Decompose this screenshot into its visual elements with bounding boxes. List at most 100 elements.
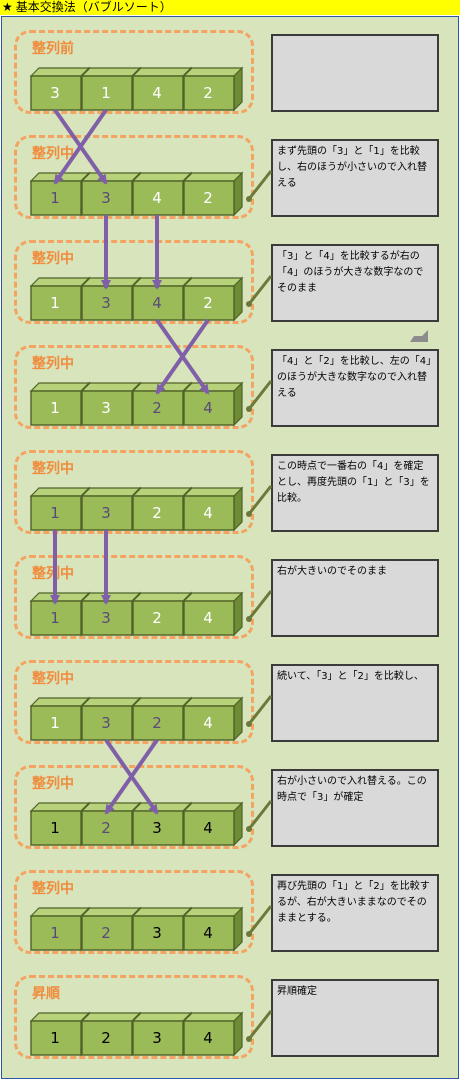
number-block: 2 [131, 486, 193, 532]
block-value: 2 [203, 294, 213, 312]
block-value: 2 [203, 189, 213, 207]
number-block: 4 [131, 66, 193, 112]
cube-shape [182, 906, 244, 952]
number-block: 3 [80, 381, 142, 427]
block-value: 2 [152, 504, 162, 522]
stage-label: 整列中 [32, 356, 74, 372]
block-value: 2 [152, 609, 162, 627]
block-value: 2 [152, 714, 162, 732]
number-block: 1 [29, 906, 91, 952]
stage-label: 整列中 [32, 881, 74, 897]
block-value: 2 [203, 84, 213, 102]
stage-label: 昇順 [32, 986, 60, 1002]
block-value: 4 [203, 504, 213, 522]
block-value: 1 [50, 819, 60, 837]
number-block: 3 [80, 171, 142, 217]
number-block: 3 [131, 801, 193, 847]
block-value: 4 [203, 714, 213, 732]
cube-shape [182, 486, 244, 532]
number-block: 2 [131, 696, 193, 742]
stage-label: 整列中 [32, 671, 74, 687]
block-value: 3 [101, 504, 111, 522]
block-value: 4 [203, 609, 213, 627]
cube-shape [182, 171, 244, 217]
number-block: 4 [182, 591, 244, 637]
number-block: 3 [80, 486, 142, 532]
block-value: 3 [101, 294, 111, 312]
explanation-note: 続いて、「3」と「2」を比較し、 [271, 664, 439, 742]
block-value: 4 [203, 819, 213, 837]
cube-shape [182, 1011, 244, 1057]
block-value: 4 [203, 924, 213, 942]
number-block: 4 [182, 801, 244, 847]
explanation-note: 昇順確定 [271, 979, 439, 1057]
number-block: 2 [80, 906, 142, 952]
block-value: 4 [203, 399, 213, 417]
block-value: 1 [50, 504, 60, 522]
block-value: 3 [101, 399, 111, 417]
explanation-note: 右が大きいのでそのまま [271, 559, 439, 637]
cube-shape [182, 591, 244, 637]
explanation-note: 再び先頭の「1」と「2」を比較するが、右が大きいままなのでそのままとする。 [271, 874, 439, 952]
block-value: 1 [50, 399, 60, 417]
title-bar: ★基本交換法（バブルソート） [0, 0, 460, 15]
number-block: 4 [182, 486, 244, 532]
cube-shape [182, 66, 244, 112]
number-block: 1 [29, 171, 91, 217]
block-value: 1 [50, 714, 60, 732]
number-block: 2 [182, 171, 244, 217]
number-block: 4 [182, 381, 244, 427]
stage-label: 整列中 [32, 776, 74, 792]
block-value: 3 [152, 924, 162, 942]
number-block: 4 [182, 1011, 244, 1057]
block-value: 2 [152, 399, 162, 417]
cube-shape [182, 276, 244, 322]
number-block: 3 [131, 1011, 193, 1057]
stage-label: 整列中 [32, 146, 74, 162]
number-block: 1 [29, 801, 91, 847]
number-block: 1 [29, 696, 91, 742]
number-block: 4 [131, 276, 193, 322]
number-block: 3 [80, 591, 142, 637]
block-value: 1 [50, 294, 60, 312]
block-value: 3 [152, 1029, 162, 1047]
block-value: 1 [50, 189, 60, 207]
block-value: 4 [203, 1029, 213, 1047]
block-value: 3 [101, 189, 111, 207]
explanation-note: 「4」と「2」を比較し、左の「4」のほうが大きな数字なので入れ替える [271, 349, 439, 427]
block-value: 3 [50, 84, 60, 102]
number-block: 3 [80, 276, 142, 322]
number-block: 4 [182, 906, 244, 952]
number-block: 1 [29, 1011, 91, 1057]
number-block: 2 [131, 591, 193, 637]
explanation-note: この時点で一番右の「4」を確定とし、再度先頭の「1」と「3」を比較。 [271, 454, 439, 532]
number-block: 3 [29, 66, 91, 112]
black-star-icon: ★ [2, 0, 13, 14]
number-block: 4 [182, 696, 244, 742]
number-block: 3 [131, 906, 193, 952]
block-value: 4 [152, 84, 162, 102]
block-value: 2 [101, 924, 111, 942]
number-block: 2 [182, 276, 244, 322]
number-block: 2 [182, 66, 244, 112]
block-value: 1 [50, 924, 60, 942]
block-value: 1 [50, 609, 60, 627]
stage-box [14, 30, 254, 114]
block-value: 3 [152, 819, 162, 837]
number-block: 3 [80, 696, 142, 742]
block-value: 2 [101, 819, 111, 837]
number-block: 2 [131, 381, 193, 427]
cube-shape [182, 696, 244, 742]
explanation-note: 右が小さいので入れ替える。この時点で「3」が確定 [271, 769, 439, 847]
block-value: 3 [101, 609, 111, 627]
block-value: 1 [50, 1029, 60, 1047]
stage-label: 整列中 [32, 251, 74, 267]
explanation-note [271, 34, 439, 112]
stage-label: 整列前 [32, 41, 74, 57]
number-block: 4 [131, 171, 193, 217]
block-value: 3 [101, 714, 111, 732]
number-block: 1 [80, 66, 142, 112]
block-value: 1 [101, 84, 111, 102]
explanation-note: 「3」と「4」を比較するが右の「4」のほうが大きな数字なのでそのまま [271, 244, 439, 322]
explanation-note: まず先頭の「3」と「1」を比較し、右のほうが小さいので入れ替える [271, 139, 439, 217]
